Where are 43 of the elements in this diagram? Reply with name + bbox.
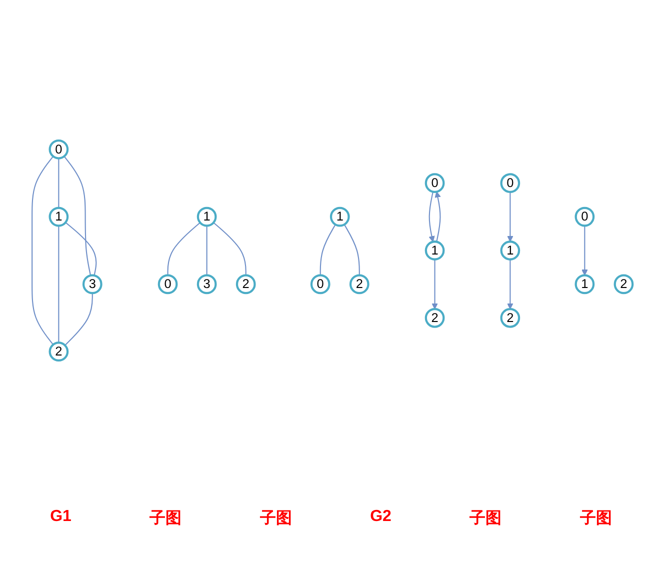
node-circle: 0: [424, 172, 445, 193]
node-circle: 3: [82, 274, 102, 294]
node-circle: 0: [574, 206, 595, 226]
connector: [213, 222, 246, 275]
arrow: [434, 191, 441, 242]
node-circle: 0: [158, 274, 178, 294]
caption-label: 子图: [470, 509, 502, 529]
connector: [64, 156, 92, 276]
connector: [58, 158, 60, 208]
node-circle: 1: [48, 206, 69, 226]
node-circle: 2: [236, 274, 256, 294]
caption-label: G1: [50, 508, 72, 527]
node-circle: 1: [424, 240, 445, 260]
connector: [65, 222, 97, 276]
node-circle: 2: [424, 307, 445, 328]
connector: [344, 224, 360, 275]
arrow: [428, 191, 435, 242]
connector: [320, 224, 336, 275]
caption-label: 子图: [260, 509, 292, 529]
node-circle: 0: [48, 138, 69, 159]
node-circle: 1: [196, 206, 217, 226]
connector: [206, 225, 208, 275]
connector: [167, 222, 200, 275]
arrow: [507, 191, 514, 242]
connector: [64, 292, 93, 346]
node-circle: 2: [349, 274, 370, 294]
node-circle: 3: [196, 274, 217, 294]
caption-label: 子图: [150, 509, 182, 529]
connector: [32, 156, 54, 344]
node-circle: 0: [310, 274, 330, 294]
node-circle: 1: [500, 240, 520, 260]
caption-label: G2: [370, 508, 392, 527]
arrow: [582, 225, 588, 276]
node-circle: 2: [48, 341, 69, 362]
node-circle: 1: [330, 206, 350, 226]
arrow: [507, 258, 514, 309]
caption-label: 子图: [580, 509, 612, 529]
node-circle: 1: [574, 274, 595, 294]
node-circle: 0: [500, 172, 520, 193]
node-circle: 2: [500, 307, 520, 328]
arrow: [432, 258, 438, 309]
connector: [58, 225, 60, 342]
node-circle: 2: [614, 274, 634, 294]
